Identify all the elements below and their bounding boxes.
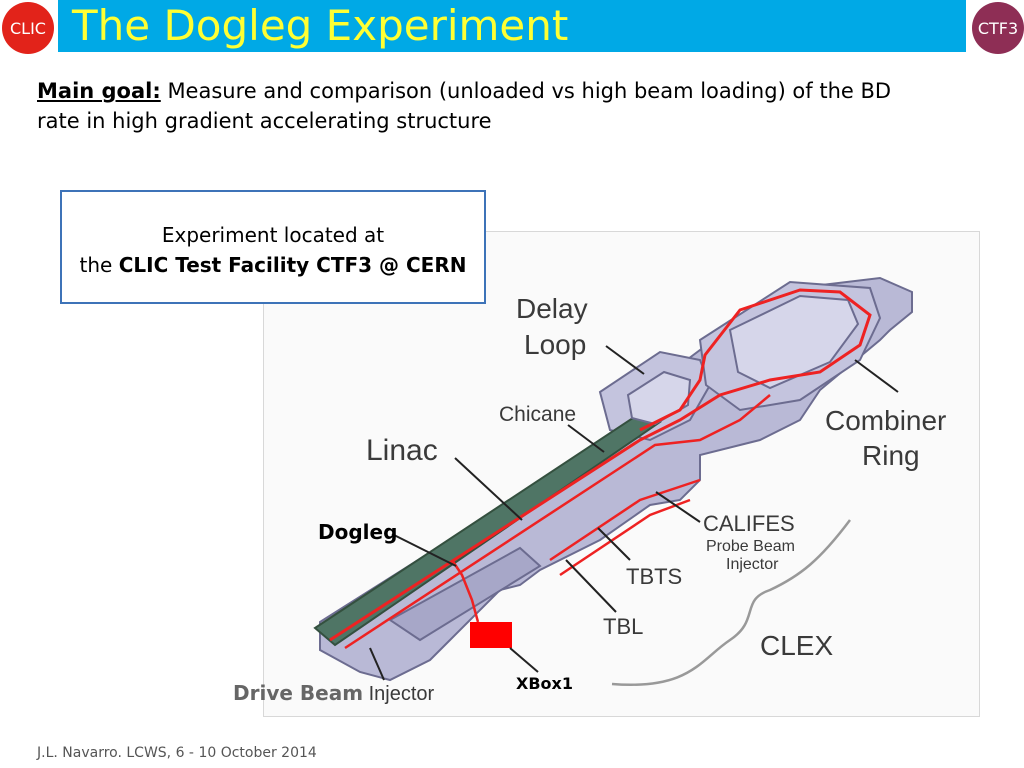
- label-linac: Linac: [366, 434, 438, 467]
- label-loop: Loop: [524, 329, 587, 360]
- callout-linac: [454, 457, 523, 521]
- location-info-box: Experiment located at the CLIC Test Faci…: [60, 190, 486, 304]
- callout-chicane: [567, 424, 605, 453]
- main-goal-label: Main goal:: [37, 79, 161, 103]
- combiner-inner: [728, 294, 860, 390]
- clic-logo: CLIC: [2, 2, 54, 54]
- location-line-1: Experiment located at: [161, 223, 385, 247]
- beam-line-main: [329, 288, 872, 642]
- location-line-2: the CLIC Test Facility CTF3 @ CERN: [62, 250, 484, 280]
- callout-combiner: [854, 359, 899, 393]
- main-goal: Main goal: Measure and comparison (unloa…: [37, 76, 937, 136]
- callout-xbox: [509, 647, 539, 673]
- callout-delay-loop: [605, 345, 645, 375]
- label-delay: Delay: [516, 293, 588, 324]
- callout-drive-beam: [369, 647, 385, 681]
- location-facility: CLIC Test Facility CTF3 @ CERN: [118, 253, 467, 277]
- clex-brace: [611, 519, 851, 687]
- label-drive-injector: Injector: [363, 683, 435, 705]
- label-clex: CLEX: [760, 630, 834, 661]
- footer-citation: J.L. Navarro. LCWS, 6 - 10 October 2014: [37, 745, 317, 761]
- clic-logo-text: CLIC: [10, 19, 46, 38]
- label-tbts: TBTS: [626, 564, 683, 589]
- label-chicane: Chicane: [499, 403, 577, 426]
- label-ring: Ring: [862, 440, 920, 471]
- beam-line-dogleg: [450, 559, 480, 623]
- title-bar: [58, 0, 966, 52]
- main-goal-text: Measure and comparison (unloaded vs high…: [37, 79, 892, 133]
- label-probe-injector: Injector: [726, 556, 779, 573]
- xbox1-marker: [470, 622, 512, 648]
- label-xbox1: XBox1: [516, 674, 573, 693]
- beam-line-tbts: [549, 478, 701, 562]
- page-title: The Dogleg Experiment: [72, 1, 569, 50]
- callout-tbts: [597, 527, 631, 561]
- delay-inner: [626, 370, 692, 426]
- callout-dogleg: [391, 533, 457, 567]
- ctf3-logo-text: CTF3: [977, 19, 1019, 38]
- label-probe-beam: Probe Beam: [706, 538, 795, 555]
- label-combiner: Combiner: [825, 405, 947, 436]
- injector-block: [388, 546, 542, 642]
- label-califes: CALIFES: [703, 511, 795, 536]
- location-prefix: the: [79, 253, 119, 277]
- label-drive-beam: Drive Beam: [233, 681, 364, 705]
- callout-califes: [655, 491, 701, 523]
- label-tbl: TBL: [603, 614, 644, 639]
- label-dogleg: Dogleg: [318, 520, 398, 544]
- callout-tbl: [565, 559, 617, 613]
- label-drive-beam-injector: Drive Beam Injector: [233, 681, 434, 706]
- ctf3-logo: CTF3: [972, 2, 1024, 54]
- beam-line-second: [344, 394, 771, 650]
